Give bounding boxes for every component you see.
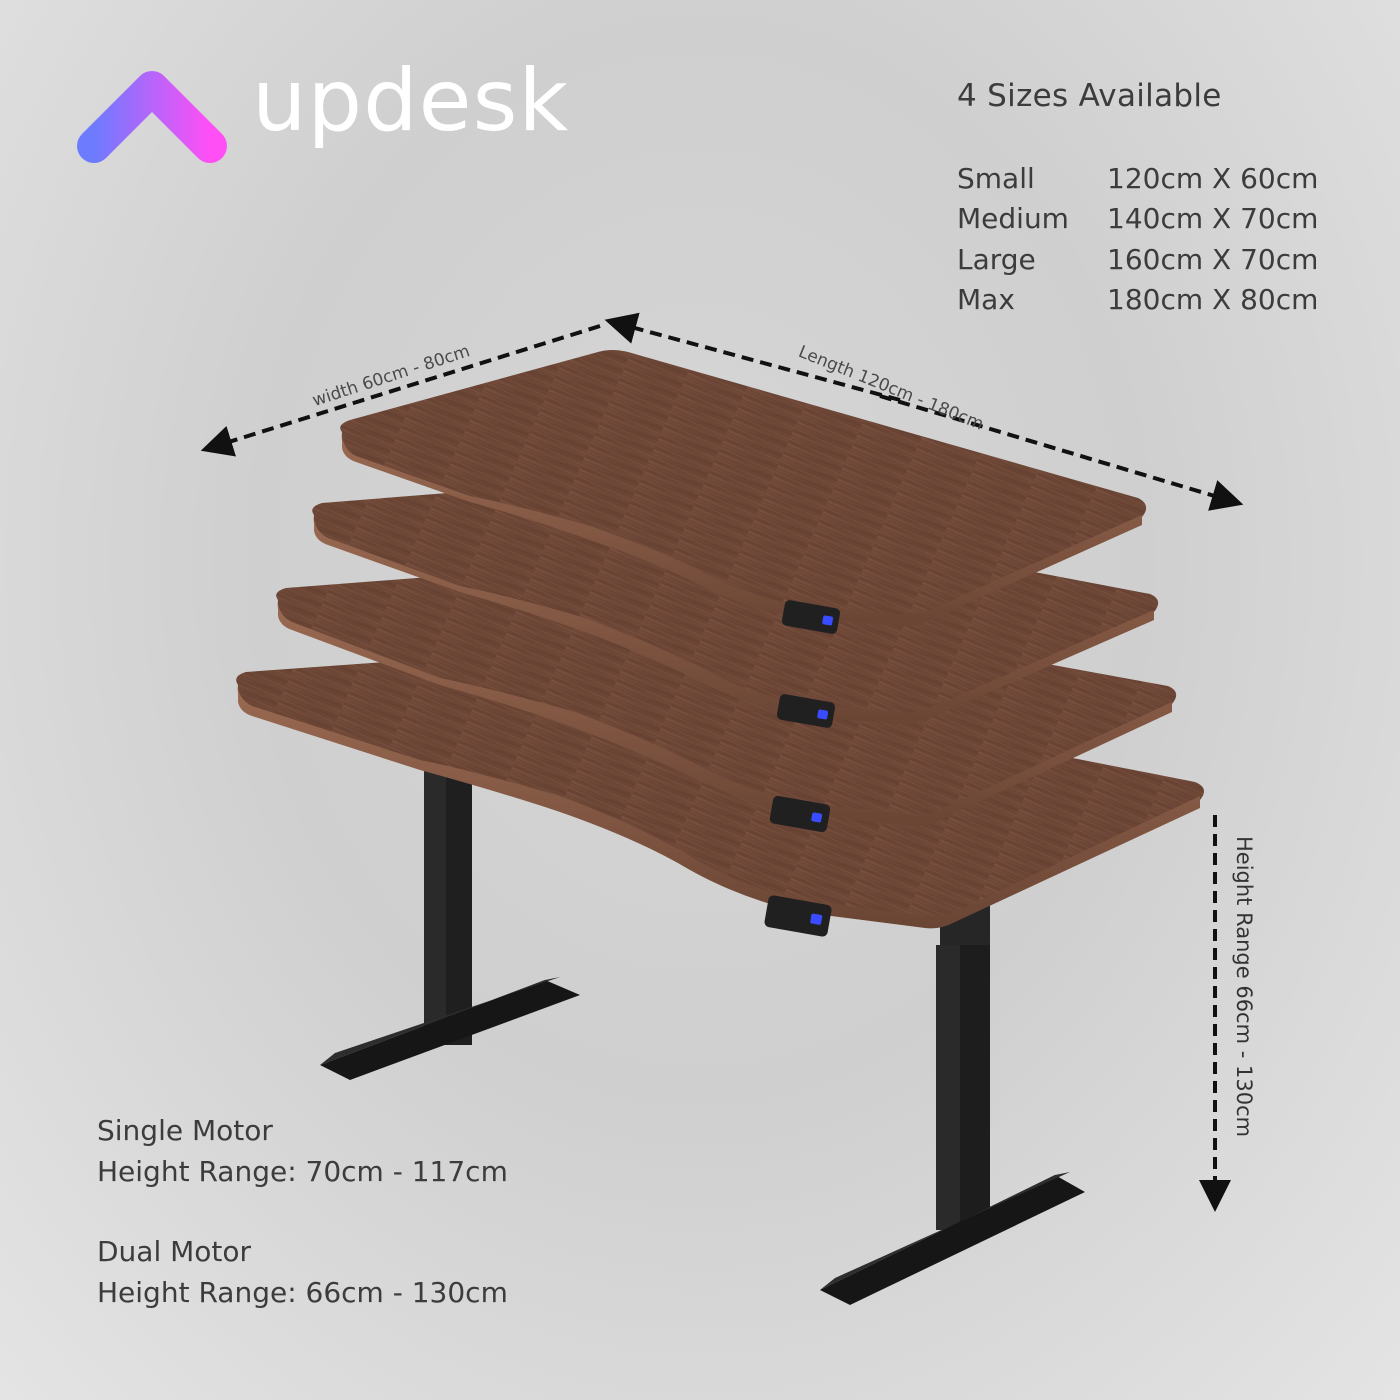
control-panel-medium [776, 694, 836, 728]
sizes-title: 4 Sizes Available [957, 78, 1222, 114]
dual-motor-range: Height Range: 66cm - 130cm [97, 1276, 508, 1309]
size-dimensions: 160cm X 70cm [1107, 242, 1319, 276]
single-motor-info: Single Motor Height Range: 70cm - 117cm [97, 1110, 508, 1192]
width-arrow [200, 324, 601, 457]
size-dimensions: 140cm X 70cm [1107, 202, 1319, 236]
dual-motor-title: Dual Motor [97, 1235, 252, 1268]
single-motor-title: Single Motor [97, 1114, 273, 1147]
size-row-max: Max 180cm X 80cm [957, 280, 1318, 321]
length-arrow-back [604, 312, 901, 402]
length-arrow [879, 394, 1244, 511]
right-leg [820, 885, 1085, 1305]
size-name: Large [957, 242, 1036, 276]
brand-name: updesk [252, 51, 570, 151]
control-panel-small [781, 600, 841, 634]
desktop-small [340, 350, 1147, 627]
logo [76, 68, 228, 164]
size-row-small: Small 120cm X 60cm [957, 158, 1318, 199]
left-leg [320, 770, 580, 1080]
sizes-panel: 4 Sizes Available Small 120cm X 60cm Med… [957, 78, 1318, 320]
chevron-up-gradient-icon [77, 71, 227, 163]
size-name: Small [957, 161, 1035, 195]
size-row-large: Large 160cm X 70cm [957, 239, 1318, 280]
size-name: Max [957, 283, 1015, 317]
size-name: Medium [957, 202, 1069, 236]
size-dimensions: 120cm X 60cm [1107, 161, 1319, 195]
control-panel-max [764, 895, 832, 937]
height-label: Height Range 66cm - 130cm [1232, 836, 1256, 1138]
single-motor-range: Height Range: 70cm - 117cm [97, 1155, 508, 1188]
control-panel-large [769, 795, 831, 833]
dual-motor-info: Dual Motor Height Range: 66cm - 130cm [97, 1231, 508, 1313]
size-row-medium: Medium 140cm X 70cm [957, 199, 1318, 240]
size-dimensions: 180cm X 80cm [1107, 283, 1319, 317]
